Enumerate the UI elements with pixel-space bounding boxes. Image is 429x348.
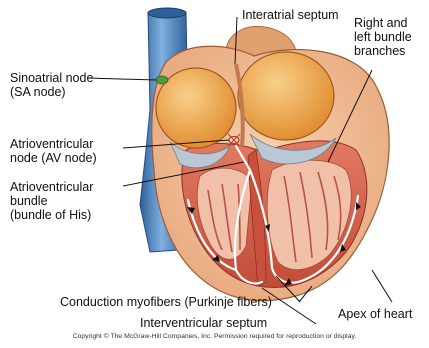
label-bundle-branches: Right and left bundle branches — [354, 16, 412, 58]
label-interventricular-septum-text: Interventricular septum — [140, 316, 267, 330]
label-sa-node-line2: (SA node) — [10, 85, 93, 99]
label-av-bundle-line3: (bundle of His) — [10, 208, 93, 222]
label-sa-node-line1: Sinoatrial node — [10, 71, 93, 85]
label-interventricular-septum: Interventricular septum — [140, 316, 267, 330]
label-apex: Apex of heart — [338, 307, 412, 321]
label-av-bundle: Atrioventricular bundle (bundle of His) — [10, 180, 93, 222]
left-atrium — [238, 52, 334, 140]
label-sa-node: Sinoatrial node (SA node) — [10, 71, 93, 99]
label-av-node: Atrioventricular node (AV node) — [10, 137, 97, 165]
label-bundle-branches-line3: branches — [354, 44, 412, 58]
label-bundle-branches-line1: Right and — [354, 16, 412, 30]
label-interatrial-septum-text: Interatrial septum — [242, 8, 339, 22]
label-bundle-branches-line2: left bundle — [354, 30, 412, 44]
label-apex-text: Apex of heart — [338, 307, 412, 321]
label-av-node-line1: Atrioventricular — [10, 137, 97, 151]
label-interatrial-septum: Interatrial septum — [242, 8, 339, 22]
label-purkinje: Conduction myofibers (Purkinje fibers) — [60, 295, 272, 309]
sa-node — [156, 76, 168, 84]
label-av-node-line2: node (AV node) — [10, 151, 97, 165]
label-av-bundle-line1: Atrioventricular — [10, 180, 93, 194]
label-purkinje-text: Conduction myofibers (Purkinje fibers) — [60, 295, 272, 309]
label-av-bundle-line2: bundle — [10, 194, 93, 208]
copyright-notice: Copyright © The McGraw-Hill Companies, I… — [0, 333, 429, 340]
